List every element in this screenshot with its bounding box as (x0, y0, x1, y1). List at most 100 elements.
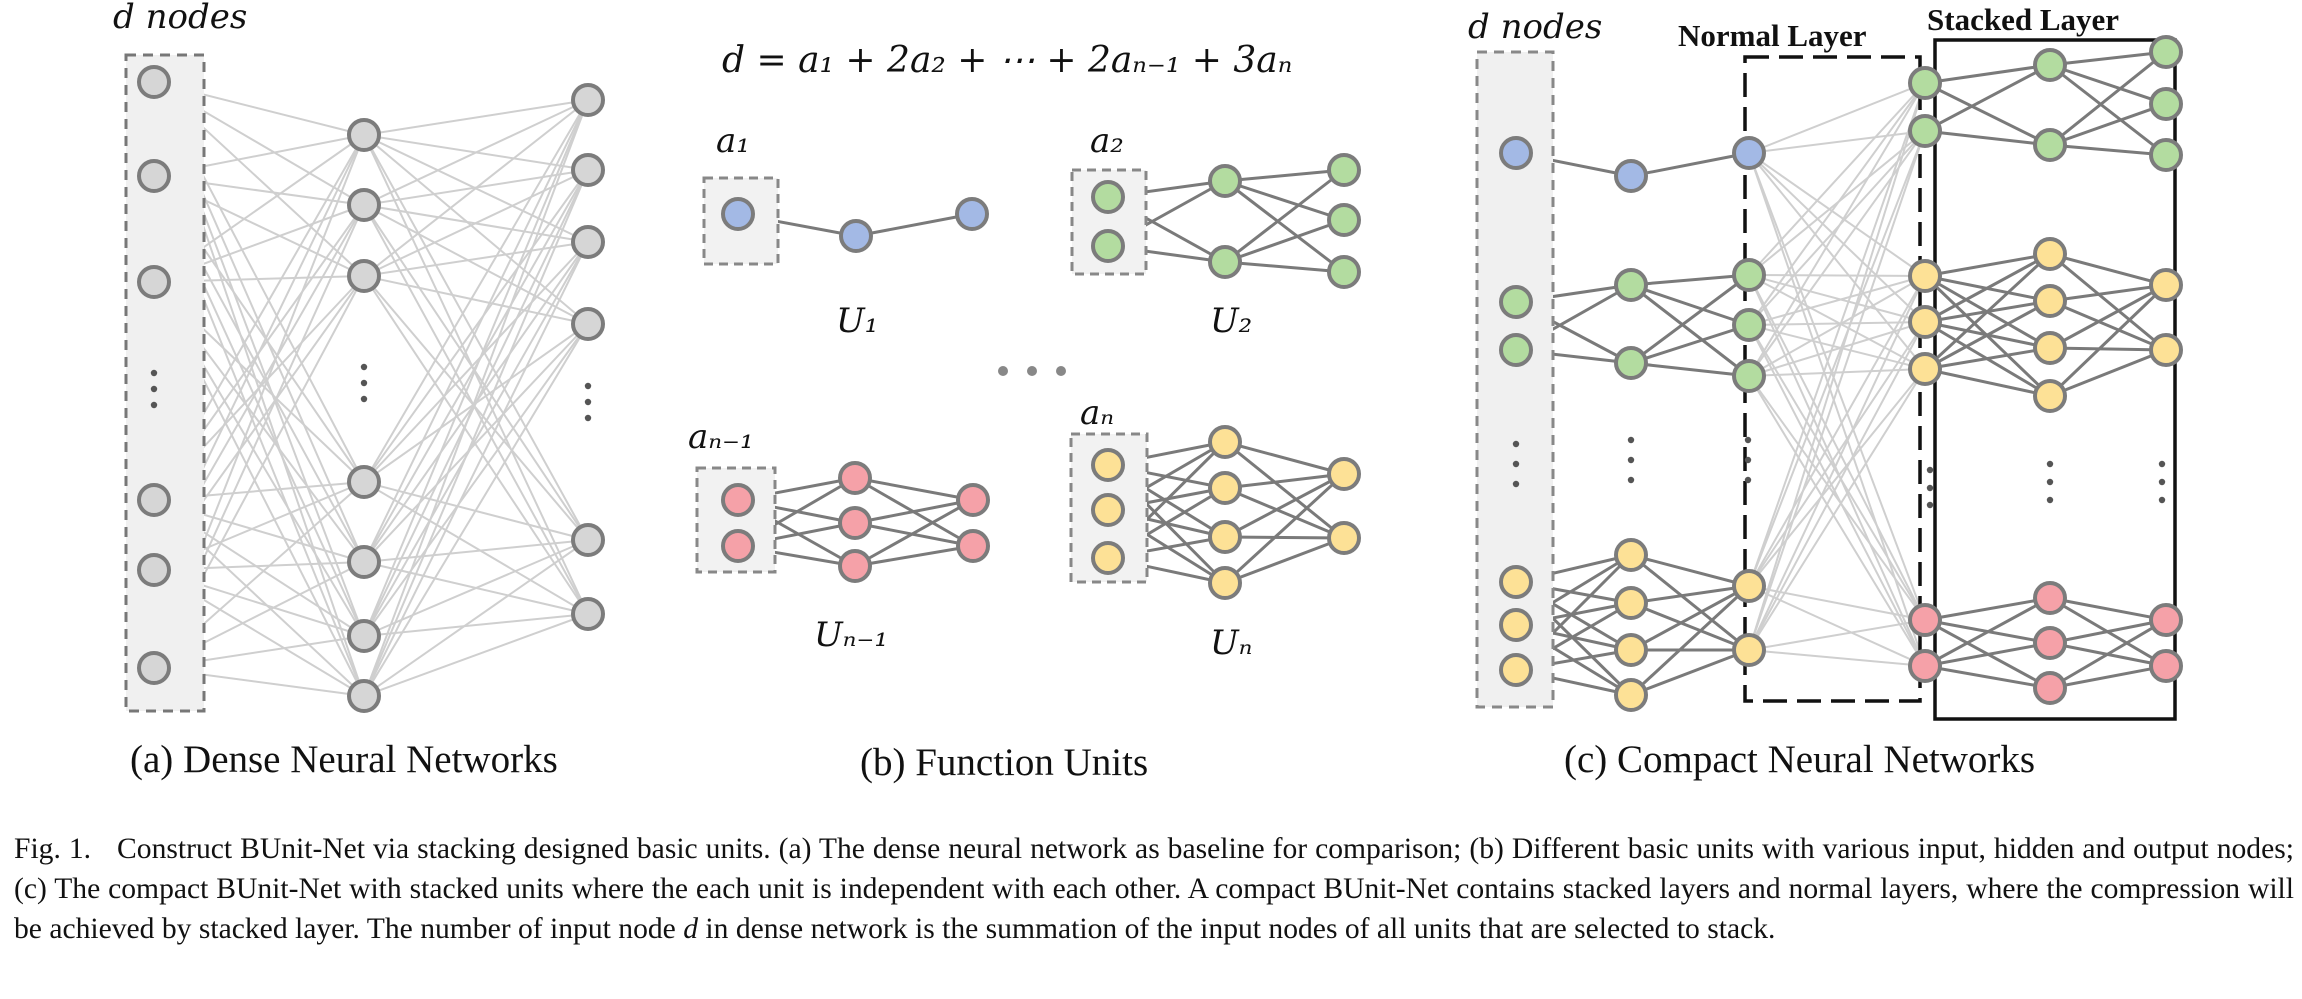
edge (1748, 152, 1926, 323)
node (2033, 48, 2067, 82)
ellipsis-dot (1744, 476, 1752, 484)
edge (363, 134, 589, 541)
node (2033, 671, 2067, 705)
panel-c-caption: (c) Compact Neural Networks (1564, 738, 2035, 781)
edge (1748, 130, 1926, 377)
ellipsis-dot (1744, 436, 1752, 444)
edge (2049, 618, 2167, 645)
edge (2049, 283, 2167, 350)
edge (363, 169, 589, 483)
node (838, 549, 872, 583)
node (1908, 352, 1942, 386)
node (1908, 66, 1942, 100)
edge (1924, 596, 2051, 622)
edge (2049, 63, 2167, 157)
edge (1924, 299, 2051, 371)
figure-label: Fig. 1. (14, 833, 92, 865)
node (839, 219, 873, 253)
node (1499, 136, 1533, 170)
node (1614, 538, 1648, 572)
node (1732, 308, 1766, 342)
node (1327, 457, 1361, 491)
edge (2049, 618, 2167, 690)
node (571, 83, 605, 117)
ellipsis-dot (2046, 496, 2054, 504)
input-nodes-box (124, 53, 206, 713)
ellipsis-dot (360, 395, 368, 403)
node (1091, 229, 1125, 263)
ellipsis-dot (1056, 366, 1066, 376)
node (721, 529, 755, 563)
edge (1630, 323, 1750, 365)
node (347, 679, 381, 713)
edge (363, 99, 589, 136)
edge (363, 99, 589, 277)
edge (1224, 179, 1345, 274)
edge (363, 241, 589, 483)
node (137, 159, 171, 193)
edge (363, 204, 589, 325)
edge (363, 204, 589, 541)
node (137, 553, 171, 587)
edge (2049, 143, 2167, 157)
edge (2049, 596, 2167, 622)
edge (1630, 584, 1750, 652)
edge (1748, 130, 1926, 587)
node (1208, 164, 1242, 198)
edge (1224, 472, 1345, 539)
edge (1224, 440, 1345, 540)
ellipsis-dot (998, 366, 1008, 376)
ellipsis-dot (1512, 440, 1520, 448)
node (1208, 566, 1242, 600)
edge (1224, 472, 1345, 490)
edge (2049, 252, 2167, 287)
ellipsis-dot (2158, 460, 2166, 468)
edge (1748, 274, 1926, 667)
edge (2049, 50, 2167, 67)
node (1732, 633, 1766, 667)
edge (1748, 82, 1926, 154)
ellipsis-dot (1926, 501, 1934, 509)
edge (1748, 274, 1926, 323)
edge (1224, 168, 1345, 183)
ellipsis-dot (360, 363, 368, 371)
ellipsis-dot (1512, 480, 1520, 488)
node (571, 307, 605, 341)
edge (363, 99, 589, 483)
edge (1630, 648, 1750, 697)
node (347, 188, 381, 222)
edge (1748, 321, 1926, 651)
node (347, 545, 381, 579)
node (1732, 569, 1766, 603)
edge (1748, 82, 1926, 326)
edge (1748, 152, 1926, 370)
edge (2048, 283, 2168, 398)
node (956, 483, 990, 517)
edge (363, 134, 589, 615)
edge (1924, 664, 2051, 690)
node (1208, 520, 1242, 554)
node (1327, 521, 1361, 555)
edge (363, 99, 589, 563)
node (2149, 268, 2183, 302)
edge (363, 275, 589, 541)
edge (1924, 252, 2051, 278)
unit-n-label: Uₙ (1210, 623, 1252, 663)
edge (1630, 283, 1750, 327)
ellipsis-dot (150, 385, 158, 393)
edge (1630, 361, 1750, 378)
edge (1924, 596, 2051, 668)
panel-c-header: d nodes (1468, 7, 1602, 47)
edge (1224, 535, 1345, 540)
unit-2-input-label: a₂ (1090, 121, 1124, 161)
unit-1-input-label: a₁ (716, 121, 750, 161)
edge (854, 498, 974, 568)
bunit-net-figure: d nodes (a) Dense Neural Networks d = a₁… (113, 0, 2183, 784)
ellipsis-dot (150, 369, 158, 377)
edge (2049, 346, 2167, 352)
node (2033, 284, 2067, 318)
edge (1748, 274, 1926, 370)
node (1208, 425, 1242, 459)
node (1327, 203, 1361, 237)
node (1908, 603, 1942, 637)
